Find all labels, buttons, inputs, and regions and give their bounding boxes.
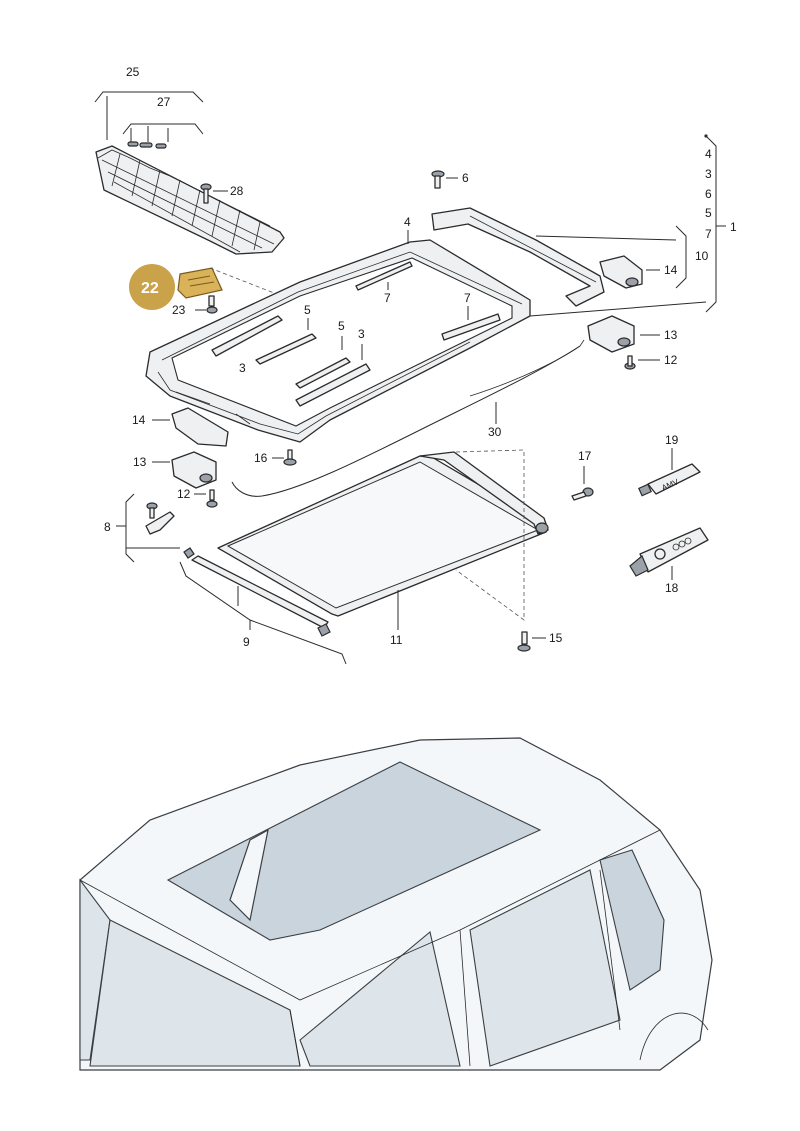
highlight-number: 22 xyxy=(141,280,159,297)
screw-15 xyxy=(517,631,546,652)
label-14b: 14 xyxy=(132,413,146,427)
screw-6 xyxy=(431,170,458,189)
label-28: 28 xyxy=(230,184,244,198)
drive-14-top xyxy=(535,225,687,289)
label-group-1 xyxy=(529,134,726,317)
guide-8 xyxy=(116,493,180,563)
side-rail-4 xyxy=(431,207,605,307)
label-13a: 13 xyxy=(664,328,678,342)
label-15: 15 xyxy=(549,631,563,645)
highlight-badge xyxy=(129,264,175,310)
screw-28 xyxy=(200,183,228,204)
label-25: 25 xyxy=(126,65,140,79)
screw-12-left xyxy=(194,489,218,508)
drive-14-left xyxy=(152,407,229,447)
label-18: 18 xyxy=(665,581,679,595)
label-5a: 5 xyxy=(304,303,311,317)
label-13b: 13 xyxy=(133,455,147,469)
label-5b: 5 xyxy=(338,319,345,333)
label-30: 30 xyxy=(488,425,502,439)
label-27: 27 xyxy=(157,95,171,109)
rail-9 xyxy=(179,547,347,665)
label-12b: 12 xyxy=(177,487,191,501)
label-4b: 4 xyxy=(705,147,712,161)
screw-16 xyxy=(272,449,297,466)
sunblind-11 xyxy=(217,449,549,630)
label-7a: 7 xyxy=(384,291,391,305)
label-14a: 14 xyxy=(664,263,678,277)
label-5c: 5 xyxy=(705,206,712,220)
label-16: 16 xyxy=(254,451,268,465)
label-7c: 7 xyxy=(705,227,712,241)
vehicle-sunroof-glass xyxy=(166,761,542,941)
label-19: 19 xyxy=(665,433,679,447)
screw-17 xyxy=(571,466,594,501)
rails-3-5-7 xyxy=(211,261,501,407)
screw-23 xyxy=(195,295,218,314)
label-23: 23 xyxy=(172,303,186,317)
label-4a: 4 xyxy=(404,215,411,229)
label-3a: 3 xyxy=(239,361,246,375)
label-17: 17 xyxy=(578,449,592,463)
label-6: 6 xyxy=(462,171,469,185)
motor-13-right xyxy=(469,315,660,397)
label-9: 9 xyxy=(243,635,250,649)
screw-12-right xyxy=(624,355,660,370)
motor-13-left xyxy=(152,451,217,489)
net-blind-assembly xyxy=(94,91,285,255)
label-12a: 12 xyxy=(664,353,678,367)
label-3c: 3 xyxy=(705,167,712,181)
label-3b: 3 xyxy=(358,327,365,341)
label-6b: 6 xyxy=(705,187,712,201)
label-1: 1 xyxy=(730,220,737,234)
label-11: 11 xyxy=(390,633,403,647)
vehicle-roof-illustration xyxy=(79,737,713,1071)
bracket-22-highlighted: 22 xyxy=(129,264,223,310)
label-7b: 7 xyxy=(464,291,471,305)
label-8: 8 xyxy=(104,520,111,534)
tube-19: AMV xyxy=(638,448,701,497)
tube-18 xyxy=(629,527,709,580)
cable-30 xyxy=(231,345,581,497)
label-10: 10 xyxy=(695,249,709,263)
